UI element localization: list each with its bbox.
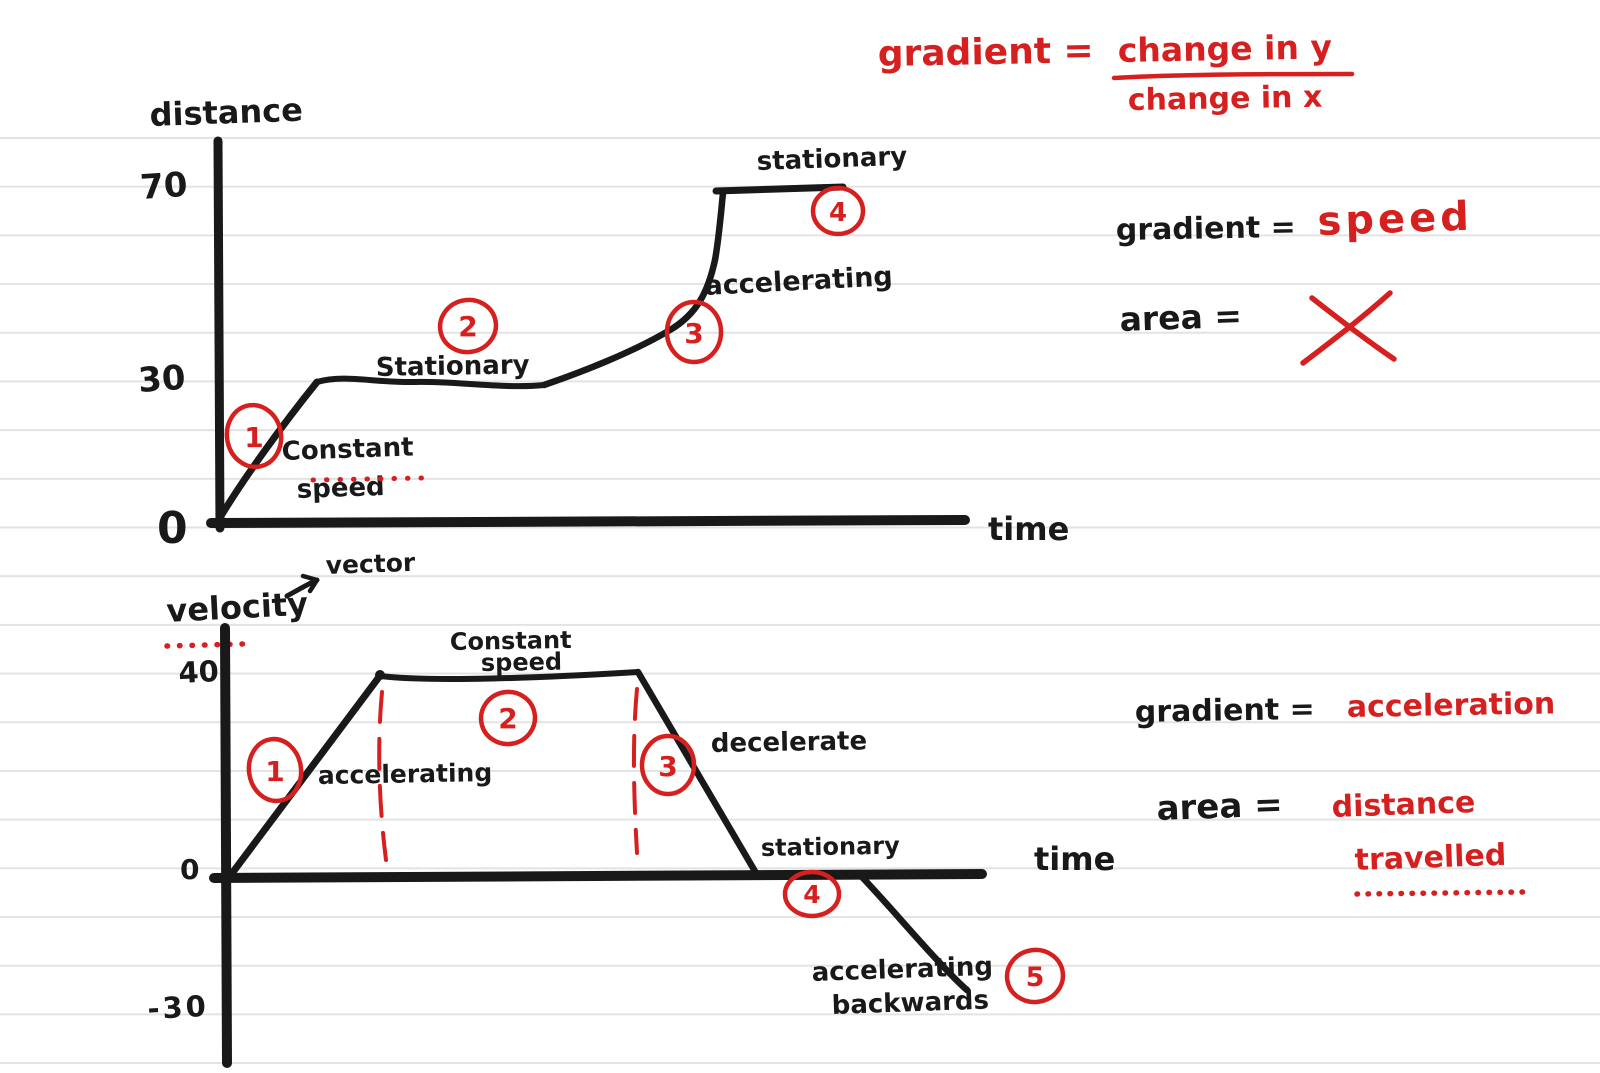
vector-arrowhead-icon <box>300 573 320 594</box>
formula-denominator: change in x <box>1128 80 1323 118</box>
velocity-curve-decelerate <box>634 668 760 877</box>
distance-time-graph: distance 70 30 0 time 1 Constant speed 2… <box>137 91 1069 554</box>
vector-annotation: vector <box>284 548 416 599</box>
segment-label: speed <box>296 472 385 505</box>
distance-tick-70: 70 <box>139 165 189 208</box>
segment-number: 2 <box>498 702 517 735</box>
red-dashed-boundary-right <box>631 687 639 855</box>
segment-number: 5 <box>1026 962 1045 993</box>
red-cross-icon <box>1300 290 1397 366</box>
velocity-y-axis <box>220 623 232 1068</box>
segment-number: 4 <box>803 880 820 909</box>
segment-number: 3 <box>658 750 677 783</box>
segment-number: 2 <box>458 310 477 343</box>
note-gradient-lhs: gradient = <box>1116 210 1296 248</box>
velocity-tick-minus30: -30 <box>147 989 210 1026</box>
velocity-time-graph: velocity vector 40 0 -30 time <box>147 548 1115 1068</box>
segment-label: accelerating <box>704 261 894 302</box>
formula-lhs: gradient = <box>877 30 1094 75</box>
velocity-graph-notes: gradient = acceleration area = distance … <box>1135 686 1556 897</box>
circled-number-icon <box>437 297 499 355</box>
distance-curve-constant-speed <box>217 378 321 520</box>
circled-number-icon <box>810 185 866 237</box>
fraction-bar <box>1111 71 1355 81</box>
gradient-formula: gradient = change in y change in x <box>877 27 1355 118</box>
segment-label: Constant <box>450 626 572 656</box>
segment-label: accelerating <box>811 952 993 988</box>
segment-number: 1 <box>265 755 284 788</box>
note-gradient-lhs: gradient = <box>1135 692 1315 730</box>
distance-tick-0: 0 <box>157 503 188 554</box>
distance-axis-label: distance <box>149 91 303 134</box>
note-area-rhs: distance <box>1331 785 1476 825</box>
circled-number-icon <box>664 299 724 365</box>
circled-number-icon <box>478 689 538 747</box>
distance-x-axis <box>206 515 970 528</box>
circled-number-icon <box>1004 947 1066 1005</box>
velocity-axis-label: velocity <box>165 585 309 630</box>
segment-label: speed <box>481 648 563 677</box>
circled-number-icon <box>782 869 842 919</box>
segment-label: decelerate <box>711 726 868 759</box>
velocity-curve-backwards <box>857 872 971 994</box>
vector-label: vector <box>325 548 416 580</box>
distance-graph-notes: gradient = speed area = <box>1116 194 1474 366</box>
note-area-lhs: area = <box>1119 296 1243 339</box>
circled-number-icon <box>224 402 284 470</box>
note-area-rhs: travelled <box>1354 838 1507 878</box>
red-dashed-boundary-left <box>377 690 388 862</box>
circled-number-icon <box>246 736 304 804</box>
distance-curve-stationary <box>314 375 547 390</box>
note-area-lhs: area = <box>1156 785 1283 829</box>
circled-number-icon <box>639 733 697 797</box>
velocity-time-label: time <box>1034 840 1115 878</box>
segment-label: Constant <box>281 432 414 467</box>
distance-y-axis <box>213 136 225 533</box>
red-dotted-underline <box>1354 889 1527 897</box>
red-dotted-underline <box>310 475 427 483</box>
distance-tick-30: 30 <box>137 358 187 401</box>
red-dotted-marker <box>164 641 246 649</box>
velocity-curve-constant-speed <box>377 669 641 682</box>
segment-label: stationary <box>756 142 907 177</box>
velocity-tick-40: 40 <box>178 654 220 690</box>
distance-curve-stationary-top <box>712 183 847 195</box>
velocity-tick-0: 0 <box>180 853 199 886</box>
velocity-x-axis <box>209 869 987 883</box>
segment-label: Stationary <box>376 350 530 383</box>
segment-label: backwards <box>831 986 989 1021</box>
distance-time-label: time <box>988 510 1069 548</box>
segment-number: 1 <box>244 421 263 454</box>
segment-label: stationary <box>761 832 901 862</box>
note-gradient-rhs: speed <box>1317 194 1474 245</box>
segment-number: 3 <box>684 317 703 350</box>
note-gradient-rhs: acceleration <box>1347 686 1556 725</box>
segment-number: 4 <box>829 198 847 228</box>
formula-numerator: change in y <box>1117 27 1332 70</box>
distance-curve-accelerating <box>540 189 727 389</box>
ruled-paper-background <box>0 137 1600 1073</box>
segment-label: accelerating <box>318 758 493 790</box>
velocity-curve-accelerating <box>229 673 383 876</box>
